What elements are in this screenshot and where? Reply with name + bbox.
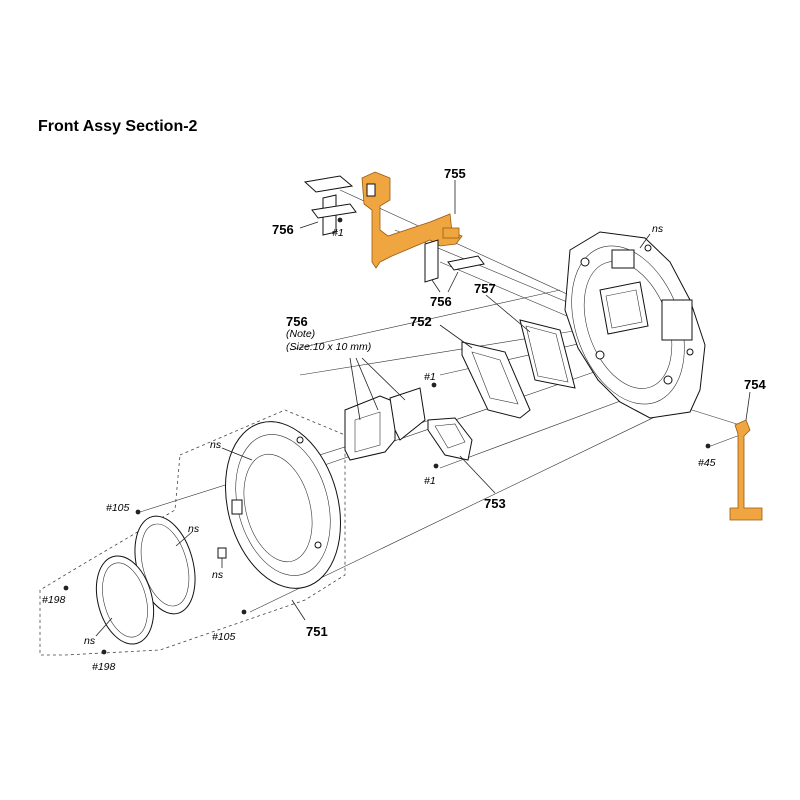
label-756-top: 756 (272, 222, 294, 237)
label-ns-small: ns (212, 569, 224, 581)
label-screw-198-bottom: #198 (92, 661, 116, 673)
label-screw-1-mid: #1 (424, 371, 436, 383)
label-756-note: 756 (286, 314, 308, 329)
label-753: 753 (484, 496, 506, 511)
main-frame-body (564, 231, 706, 419)
label-size: (Size:10 x 10 mm) (286, 341, 371, 353)
label-ns-frame: ns (652, 223, 664, 235)
label-755: 755 (444, 166, 466, 181)
part-753 (427, 417, 473, 461)
label-screw-198-top: #198 (42, 594, 66, 606)
frame-752 (461, 341, 531, 419)
mount-group-outline (39, 409, 346, 656)
label-751: 751 (306, 624, 328, 639)
tape-756-note (344, 387, 426, 461)
screws (63, 217, 711, 655)
tape-756-bottom (424, 239, 485, 283)
label-screw-105-top: #105 (106, 502, 130, 514)
label-ns-mount: ns (210, 439, 222, 451)
label-756-bottom: 756 (430, 294, 452, 309)
label-screw-1-top: #1 (332, 227, 344, 239)
label-757: 757 (474, 281, 496, 296)
bracket-754 (729, 419, 763, 521)
label-screw-105-bottom: #105 (212, 631, 236, 643)
lens-mount-751 (224, 421, 342, 589)
label-754: 754 (744, 377, 766, 392)
labels: 755 756 #1 756 757 752 756 (Note) (Size:… (42, 166, 766, 673)
label-ns-ring: ns (188, 523, 200, 535)
label-752: 752 (410, 314, 432, 329)
label-screw-1-low: #1 (424, 475, 436, 487)
page-title: Front Assy Section-2 (38, 118, 198, 135)
leader-lines (95, 180, 751, 637)
label-ns-lower: ns (84, 635, 96, 647)
label-note: (Note) (286, 328, 315, 340)
tape-756-top (303, 175, 357, 236)
flex-board-755 (361, 171, 463, 269)
label-screw-45: #45 (698, 457, 716, 469)
mount-rings (95, 515, 227, 645)
glass-757 (519, 319, 576, 389)
